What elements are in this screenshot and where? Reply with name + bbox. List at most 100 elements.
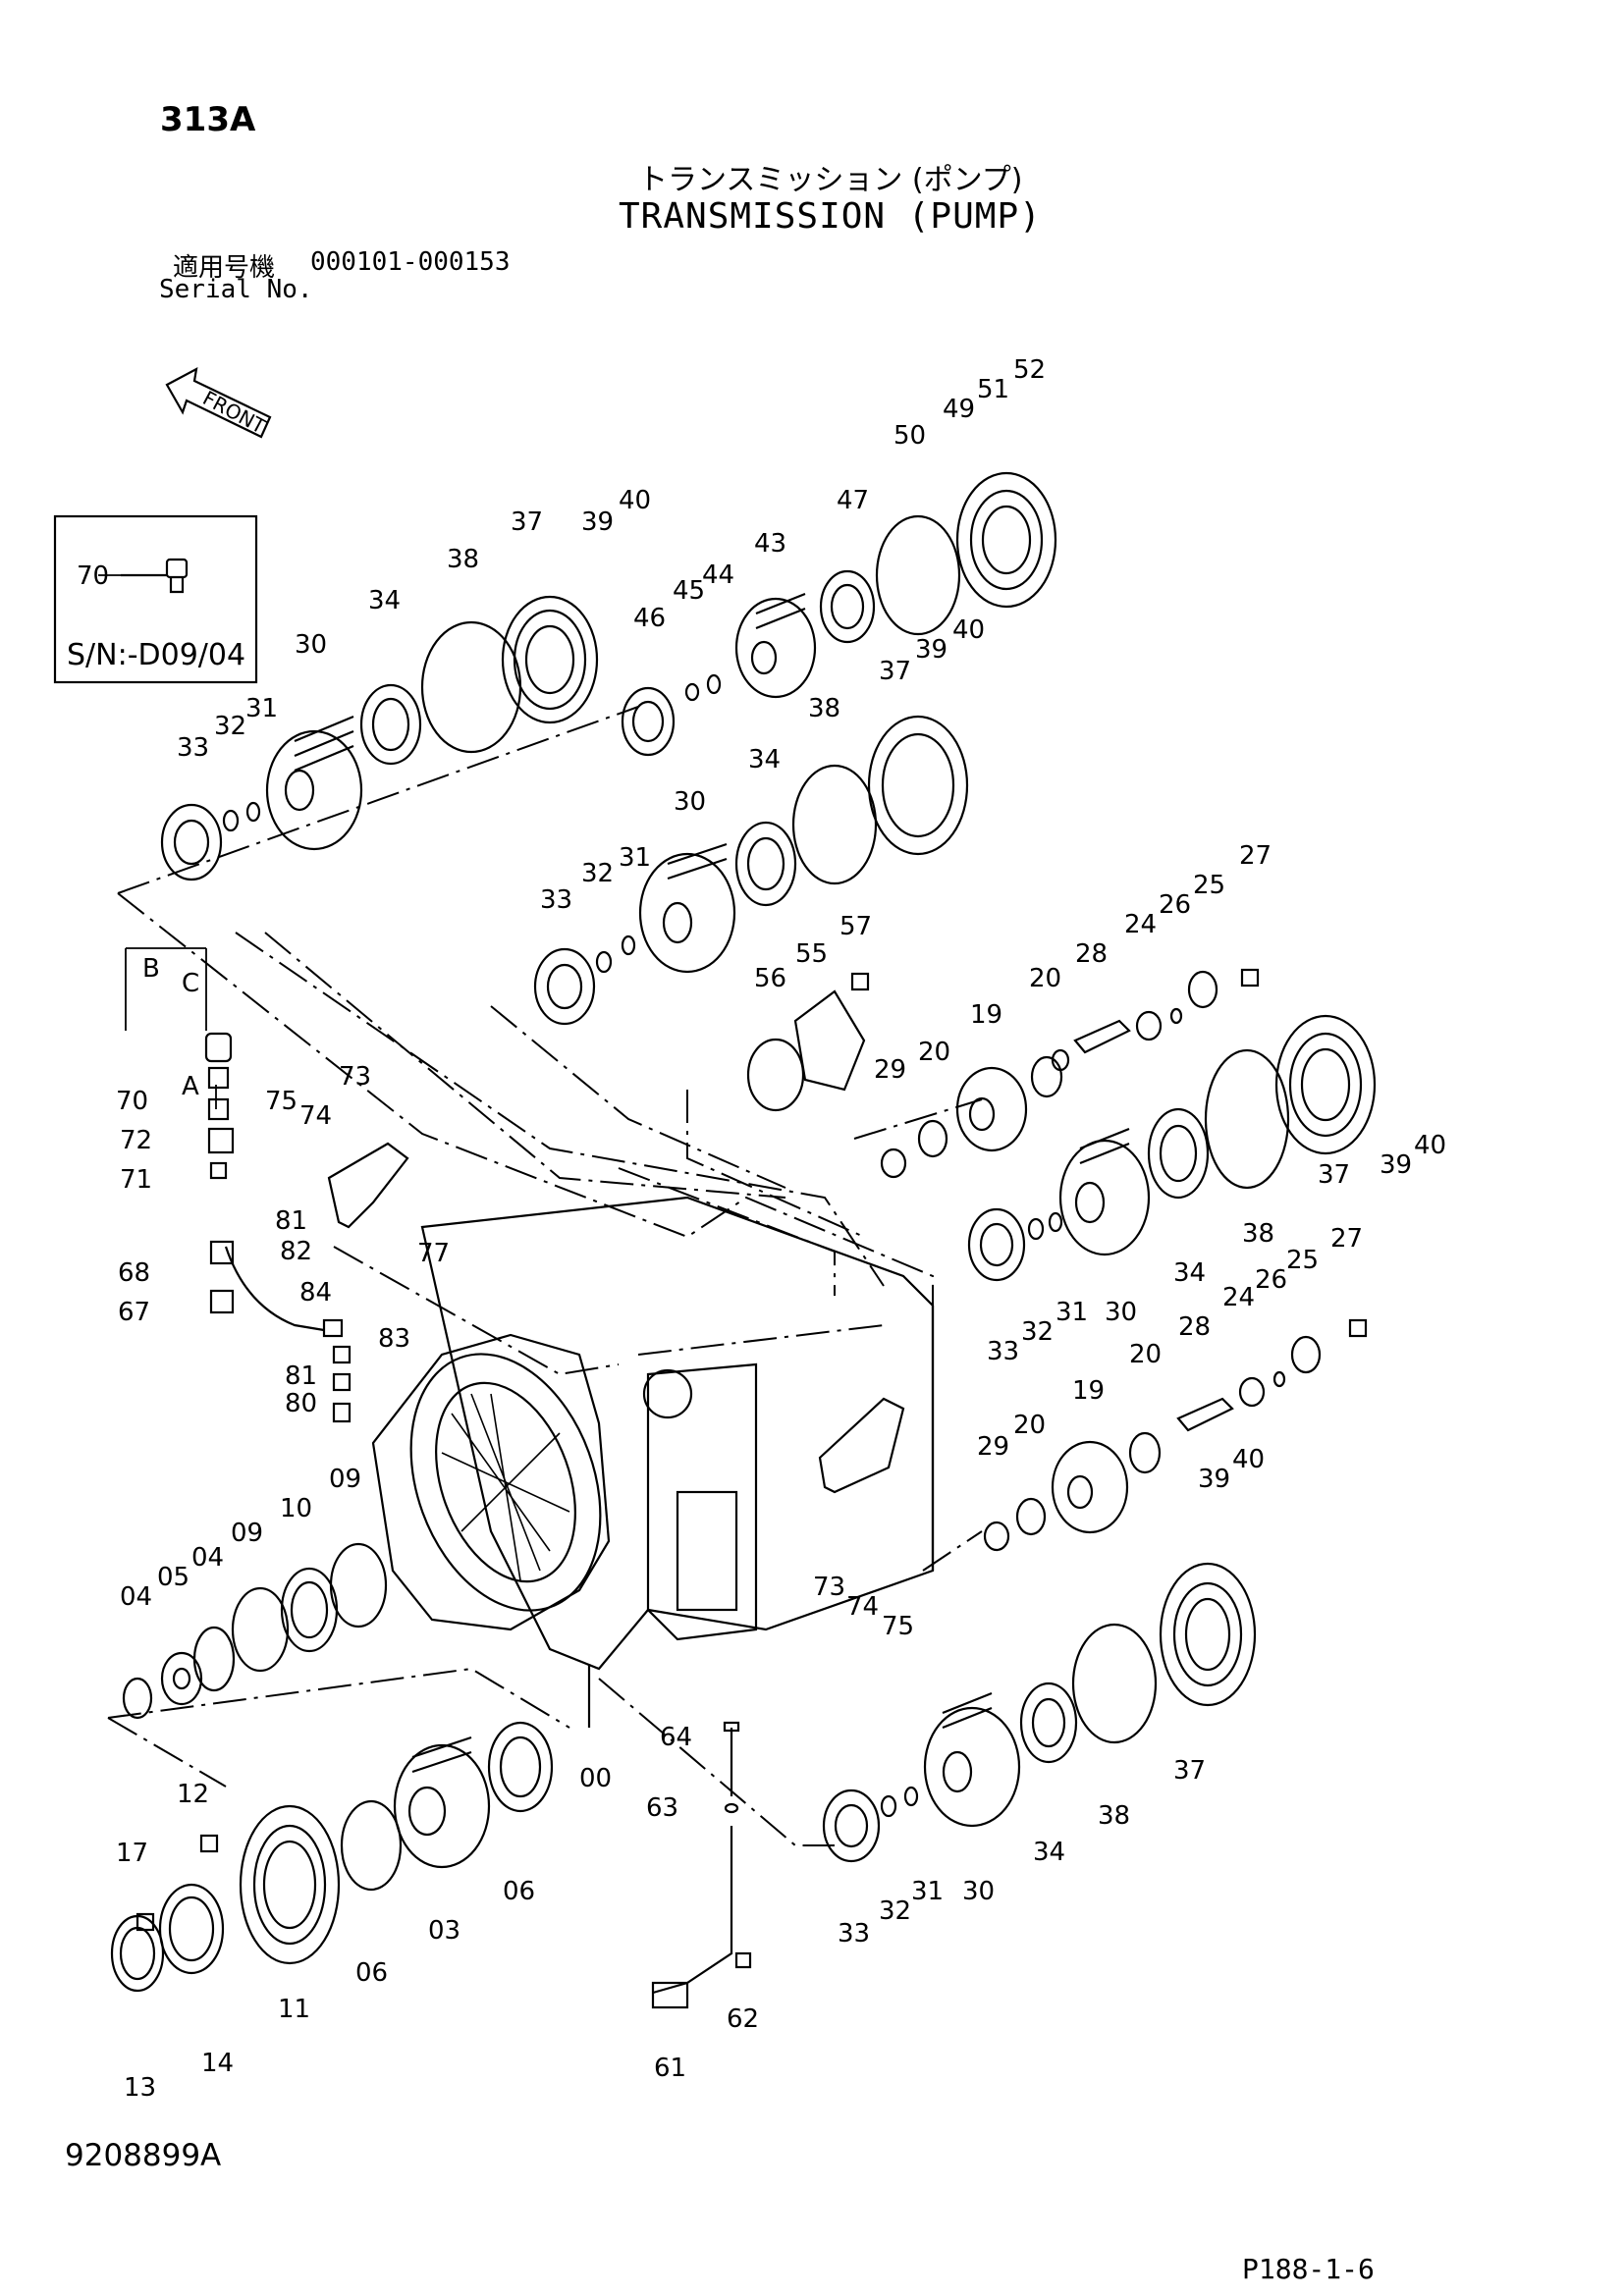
inset-box <box>53 514 258 684</box>
page-code: 313A <box>160 100 256 139</box>
bearing-33-mid <box>533 947 596 1026</box>
part-label-39c: 39 <box>1380 1150 1412 1180</box>
part-label-50: 50 <box>893 421 926 451</box>
front-arrow-icon <box>165 366 272 439</box>
part-label-03: 03 <box>428 1916 460 1946</box>
bearing-cover-37-right-upper <box>1274 1014 1377 1155</box>
part-label-10: 10 <box>280 1494 312 1523</box>
gear-43 <box>734 592 817 699</box>
part-label-04a: 04 <box>191 1543 224 1573</box>
part-label-40d: 40 <box>1232 1445 1265 1474</box>
part-label-45: 45 <box>673 576 705 606</box>
part-label-25a: 25 <box>1193 871 1225 900</box>
flange-11 <box>239 1804 341 1965</box>
part-label-83: 83 <box>378 1324 410 1354</box>
part-label-34c: 34 <box>1173 1258 1206 1288</box>
part-label-40a: 40 <box>619 486 651 515</box>
serial-range: 000101-000153 <box>310 247 511 277</box>
part-label-04b: 04 <box>120 1582 152 1612</box>
part-label-14: 14 <box>201 2049 234 2078</box>
part-label-74b: 74 <box>846 1592 879 1622</box>
part-label-39d: 39 <box>1198 1465 1230 1494</box>
gear-30-right-upper <box>1058 1127 1151 1256</box>
part-label-81a: 81 <box>275 1206 307 1236</box>
part-label-38a: 38 <box>447 545 479 574</box>
gear-19-upper <box>955 1066 1028 1152</box>
inset-part-label: 70 <box>77 561 109 591</box>
part-label-63: 63 <box>646 1793 678 1823</box>
bracket-plate-73-left <box>327 1142 409 1229</box>
gear-30-lower <box>923 1691 1021 1828</box>
part-label-67: 67 <box>118 1298 150 1327</box>
part-label-72: 72 <box>120 1126 152 1155</box>
part-label-81b: 81 <box>285 1362 317 1391</box>
part-label-39b: 39 <box>915 635 947 665</box>
part-label-29b: 29 <box>977 1432 1009 1462</box>
part-label-20d: 20 <box>1013 1411 1046 1440</box>
part-label-77: 77 <box>417 1239 450 1268</box>
part-label-12: 12 <box>177 1780 209 1809</box>
bearing-33-top <box>160 803 223 881</box>
part-label-09a: 09 <box>329 1465 361 1494</box>
part-label-55: 55 <box>795 939 828 969</box>
part-label-47: 47 <box>837 486 869 515</box>
part-label-32a: 32 <box>214 712 246 741</box>
cover-plate-55 <box>793 989 866 1092</box>
part-label-43: 43 <box>754 529 786 559</box>
part-label-84: 84 <box>299 1278 332 1308</box>
part-label-19b: 19 <box>1072 1376 1105 1406</box>
part-label-29a: 29 <box>874 1055 906 1085</box>
serial-label-japanese: 適用号機 <box>173 253 276 283</box>
part-label-73a: 73 <box>339 1062 371 1092</box>
oring-38-lower <box>1071 1623 1158 1744</box>
part-label-40b: 40 <box>952 615 985 645</box>
bearing-cover-37-top <box>501 595 599 724</box>
callout-c: C <box>182 969 199 998</box>
part-label-13: 13 <box>124 2073 156 2103</box>
part-label-62: 62 <box>727 2004 759 2034</box>
part-label-33d: 33 <box>838 1919 870 1949</box>
bearing-cover-37-mid <box>867 715 969 856</box>
callout-a: A <box>182 1072 199 1101</box>
part-label-70: 70 <box>116 1087 148 1116</box>
part-label-32b: 32 <box>581 859 614 888</box>
part-label-34b: 34 <box>748 745 781 774</box>
part-label-80: 80 <box>285 1389 317 1418</box>
part-label-09b: 09 <box>231 1519 263 1548</box>
part-label-17: 17 <box>116 1839 148 1868</box>
bearing-cover-49 <box>955 471 1057 609</box>
part-label-38b: 38 <box>808 694 840 723</box>
part-label-06a: 06 <box>355 1958 388 1988</box>
part-label-51: 51 <box>977 375 1009 404</box>
part-label-75a: 75 <box>265 1087 298 1116</box>
part-label-52: 52 <box>1013 355 1046 385</box>
serial-label-english: Serial No. <box>159 275 313 304</box>
gear-03 <box>393 1735 491 1869</box>
part-label-30a: 30 <box>295 630 327 660</box>
dipstick-tube <box>652 1826 733 1995</box>
part-label-74a: 74 <box>299 1101 332 1131</box>
part-label-31a: 31 <box>245 694 278 723</box>
part-label-28b: 28 <box>1178 1312 1211 1342</box>
part-label-37d: 37 <box>1173 1756 1206 1786</box>
part-label-57: 57 <box>839 912 872 941</box>
part-label-30d: 30 <box>962 1877 995 1906</box>
part-label-38d: 38 <box>1098 1801 1130 1831</box>
part-label-30b: 30 <box>674 787 706 817</box>
title-english: TRANSMISSION (PUMP) <box>619 196 1042 237</box>
inset-serial-note: S/N:-D09/04 <box>67 638 245 672</box>
part-label-33c: 33 <box>987 1337 1019 1366</box>
bearing-33-lower <box>822 1789 881 1863</box>
oring-50 <box>875 514 961 636</box>
part-label-26a: 26 <box>1159 890 1191 920</box>
bearing-34-right-upper <box>1147 1107 1210 1200</box>
part-label-24b: 24 <box>1222 1283 1255 1312</box>
fitting-stack <box>204 1032 352 1423</box>
transmission-housing <box>371 1196 935 1728</box>
part-label-20c: 20 <box>1129 1340 1162 1369</box>
part-label-33a: 33 <box>177 733 209 763</box>
oring-38-right-upper <box>1204 1048 1290 1190</box>
title-japanese: トランスミッション (ポンプ) <box>638 163 1023 197</box>
part-label-32c: 32 <box>1021 1317 1054 1347</box>
